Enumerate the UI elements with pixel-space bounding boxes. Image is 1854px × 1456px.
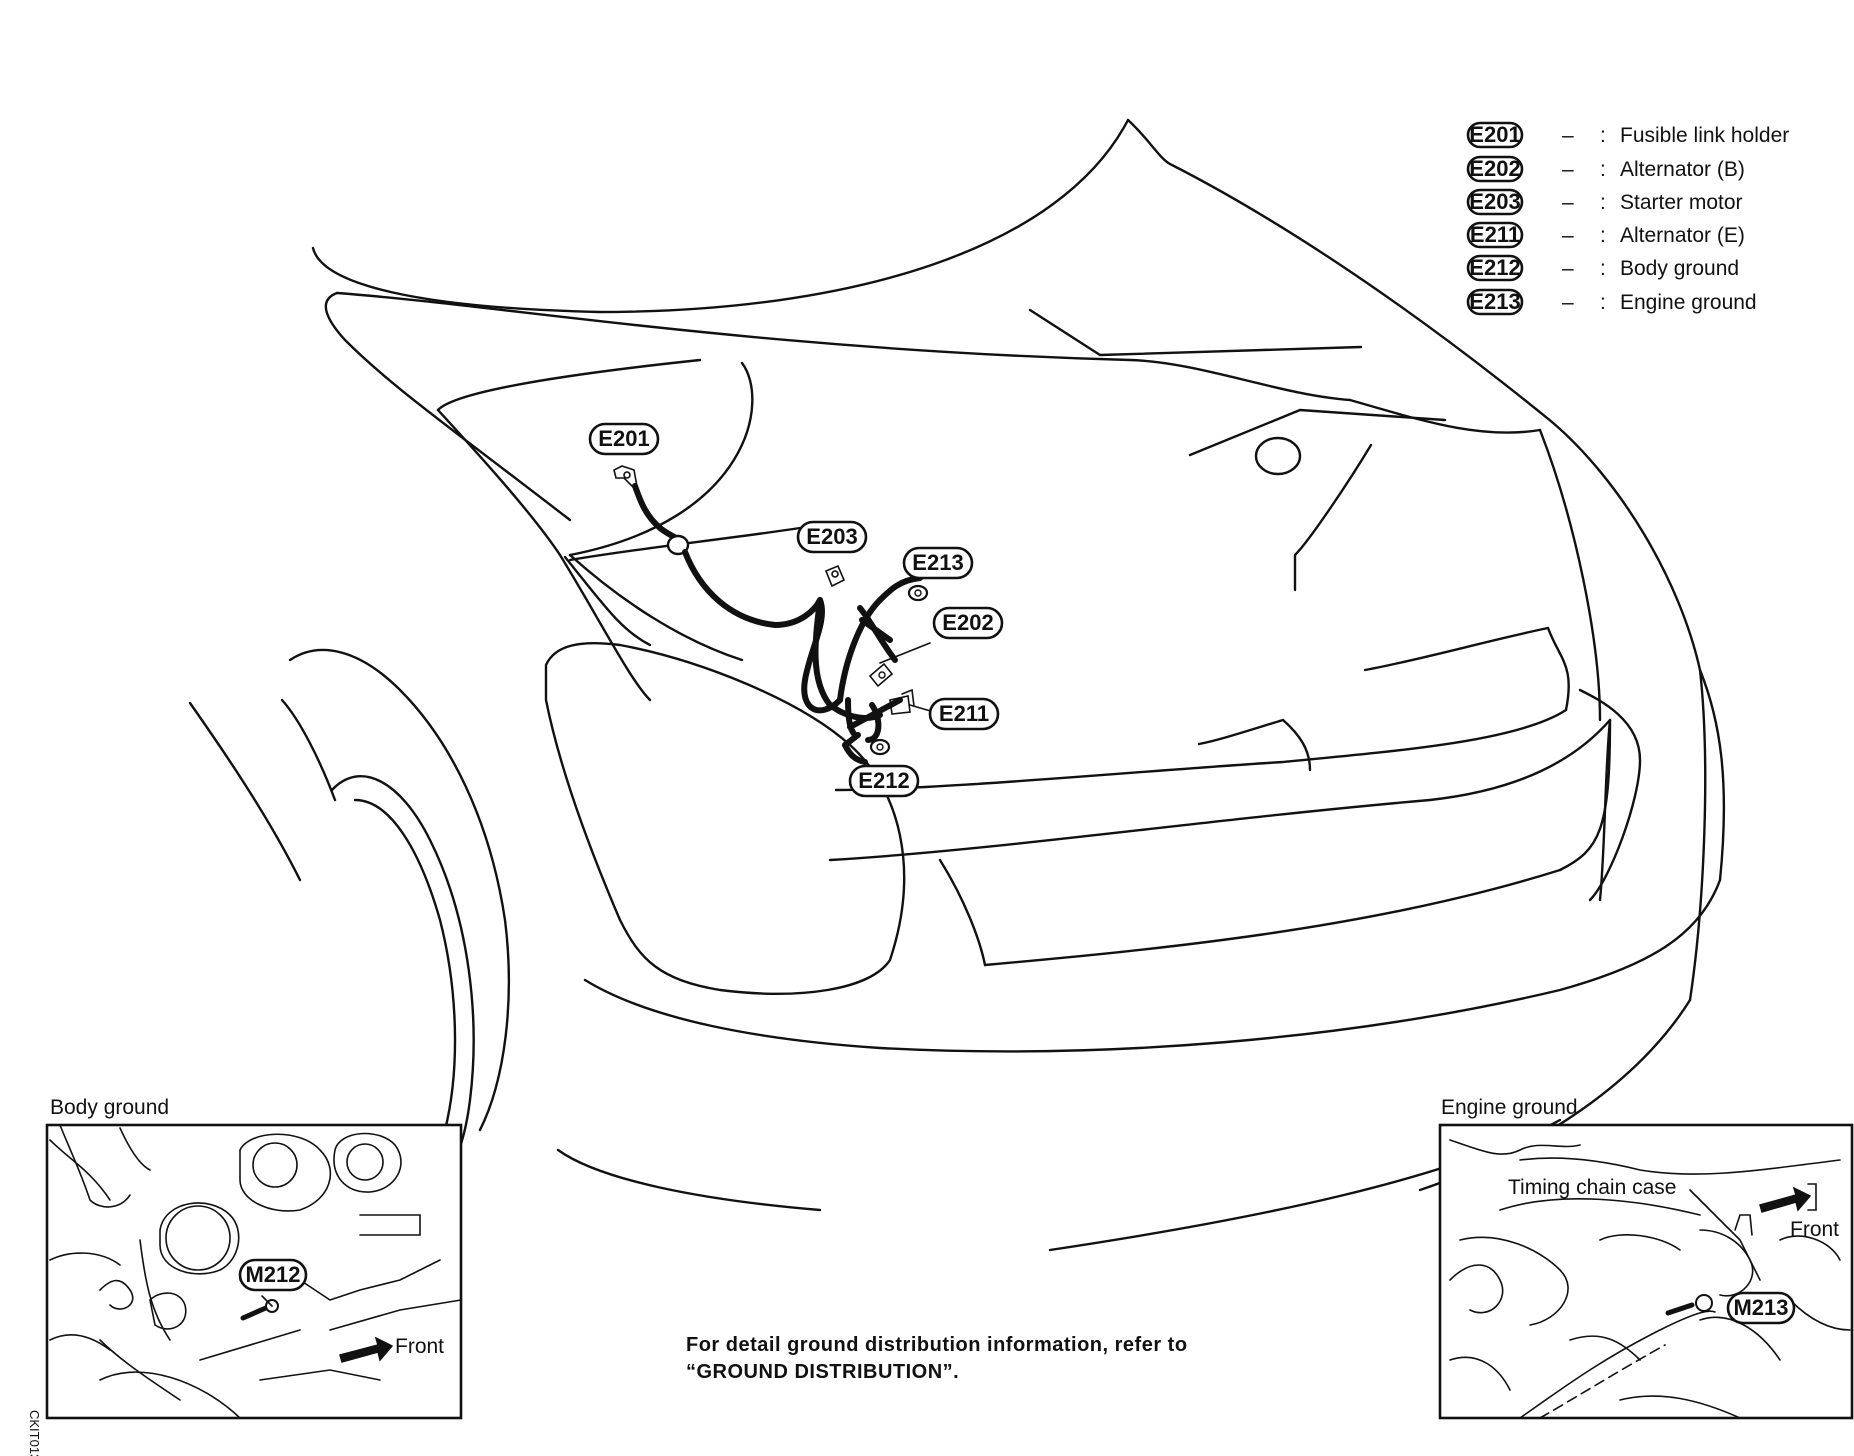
note-line-2: “GROUND DISTRIBUTION”. [686, 1361, 959, 1383]
vehicle-outline [188, 118, 1726, 1252]
body-ground-front-label: Front [395, 1335, 444, 1358]
legend-description: Alternator (E) [1620, 224, 1745, 247]
legend-description: Fusible link holder [1620, 124, 1789, 147]
engine-ground-front-label: Front [1790, 1218, 1839, 1241]
legend-separator: : [1600, 224, 1606, 247]
legend-dash: – [1562, 257, 1574, 280]
callout-e202: E202 [932, 606, 1004, 640]
reference-note: For detail ground distribution informati… [686, 1334, 1188, 1383]
engine-ground-illustration [1449, 1139, 1851, 1419]
legend-code: E211 [1470, 222, 1520, 247]
legend-code: E212 [1469, 255, 1520, 280]
legend-row: E202 – : Alternator (B) [1466, 155, 1745, 183]
legend-separator: : [1600, 191, 1606, 214]
engine-ground-frame [1438, 1123, 1854, 1420]
legend-description: Body ground [1620, 257, 1739, 280]
legend-separator: : [1600, 158, 1606, 181]
legend-dash: – [1562, 158, 1574, 181]
legend-dash: – [1562, 291, 1574, 314]
legend-description: Starter motor [1620, 191, 1743, 214]
callout-m212-label: M212 [245, 1262, 300, 1287]
callout-e203-label: E203 [806, 524, 857, 549]
callout-e213-label: E213 [912, 550, 963, 575]
engine-ground-inset: Engine ground Timing [1438, 1096, 1854, 1420]
legend-code: E203 [1469, 189, 1520, 214]
legend-description: Engine ground [1620, 291, 1757, 314]
legend-row: E211 – : Alternator (E) [1466, 221, 1745, 249]
legend-row: E201 – : Fusible link holder [1466, 121, 1789, 149]
callout-e211-label: E211 [939, 701, 989, 726]
note-line-1: For detail ground distribution informati… [686, 1334, 1188, 1356]
legend-code: E213 [1469, 289, 1520, 314]
figure-id: CKIT0139E [27, 1410, 42, 1456]
legend-code: E202 [1469, 156, 1520, 181]
legend-code: E201 [1469, 122, 1520, 147]
legend-row: E213 – : Engine ground [1466, 288, 1757, 316]
callout-m213: M213 [1726, 1291, 1796, 1325]
callout-m213-label: M213 [1733, 1295, 1788, 1320]
connector-legend: E201 – : Fusible link holder E202 – : Al… [1466, 121, 1789, 316]
legend-dash: – [1562, 224, 1574, 247]
callout-e203: E203 [796, 520, 868, 554]
legend-separator: : [1600, 257, 1606, 280]
legend-dash: – [1562, 124, 1574, 147]
engine-ground-title: Engine ground [1441, 1096, 1578, 1119]
callout-e212-label: E212 [858, 768, 909, 793]
legend-row: E212 – : Body ground [1466, 254, 1739, 282]
callout-e201: E201 [588, 422, 660, 456]
timing-chain-case-label: Timing chain case [1508, 1176, 1676, 1199]
body-ground-inset: Body ground [45, 1096, 463, 1420]
callout-e202-label: E202 [942, 610, 993, 635]
body-ground-title: Body ground [50, 1096, 169, 1119]
callout-e201-label: E201 [598, 426, 649, 451]
legend-separator: : [1600, 291, 1606, 314]
legend-row: E203 – : Starter motor [1466, 188, 1743, 216]
legend-dash: – [1562, 191, 1574, 214]
body-ground-illustration [49, 1124, 462, 1419]
callout-e213: E213 [902, 546, 974, 580]
callout-e212: E212 [848, 764, 920, 798]
callout-m212: M212 [238, 1258, 308, 1292]
legend-separator: : [1600, 124, 1606, 147]
callout-e211: E211 [928, 697, 1000, 731]
legend-description: Alternator (B) [1620, 158, 1745, 181]
battery-cable-harness [613, 465, 935, 765]
